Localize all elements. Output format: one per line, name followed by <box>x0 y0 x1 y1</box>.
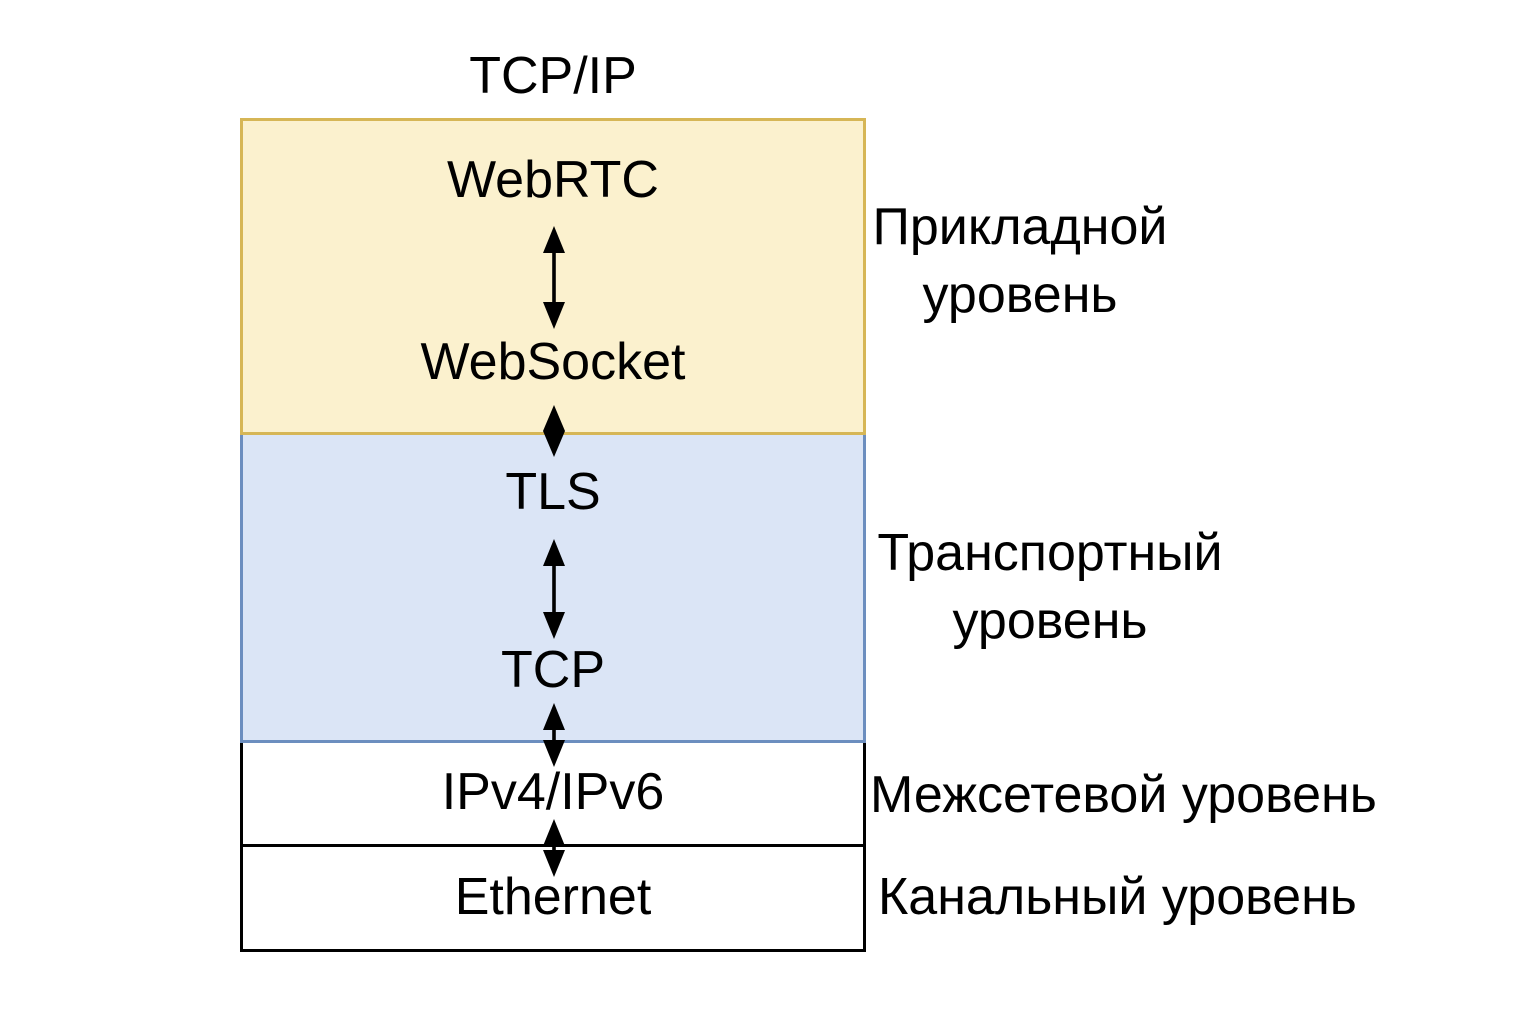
double-arrow-icon <box>543 405 565 457</box>
arrow-webrtc-websocket <box>536 225 572 330</box>
double-arrow-icon <box>543 819 565 877</box>
link-layer-label: Канальный уровень <box>878 868 1357 926</box>
internet-layer-label: Межсетевой уровень <box>870 766 1377 824</box>
protocol-tls-label: TLS <box>505 463 601 521</box>
double-arrow-icon <box>543 226 565 329</box>
application-layer-label-line2: уровень <box>922 266 1118 324</box>
protocol-ipv4-ipv6-label: IPv4/IPv6 <box>441 763 665 821</box>
transport-layer-label-line2: уровень <box>952 592 1148 650</box>
double-arrow-icon <box>543 703 565 767</box>
application-layer-label-line1: Прикладной <box>872 198 1168 256</box>
protocol-webrtc-label: WebRTC <box>447 151 659 209</box>
protocol-tcp-label: TCP <box>501 641 605 699</box>
transport-layer-label-line1: Транспортный <box>877 524 1223 582</box>
arrow-websocket-tls <box>536 404 572 458</box>
application-layer-label: Прикладной уровень <box>850 193 1190 329</box>
double-arrow-icon <box>543 539 565 639</box>
arrow-tls-tcp <box>536 538 572 640</box>
transport-layer-label: Транспортный уровень <box>870 519 1230 655</box>
arrow-tcp-ip <box>536 702 572 768</box>
arrow-ip-ethernet <box>536 818 572 878</box>
protocol-websocket-label: WebSocket <box>420 333 686 391</box>
protocol-ethernet-label: Ethernet <box>454 868 652 926</box>
diagram-title: TCP/IP <box>469 47 637 105</box>
